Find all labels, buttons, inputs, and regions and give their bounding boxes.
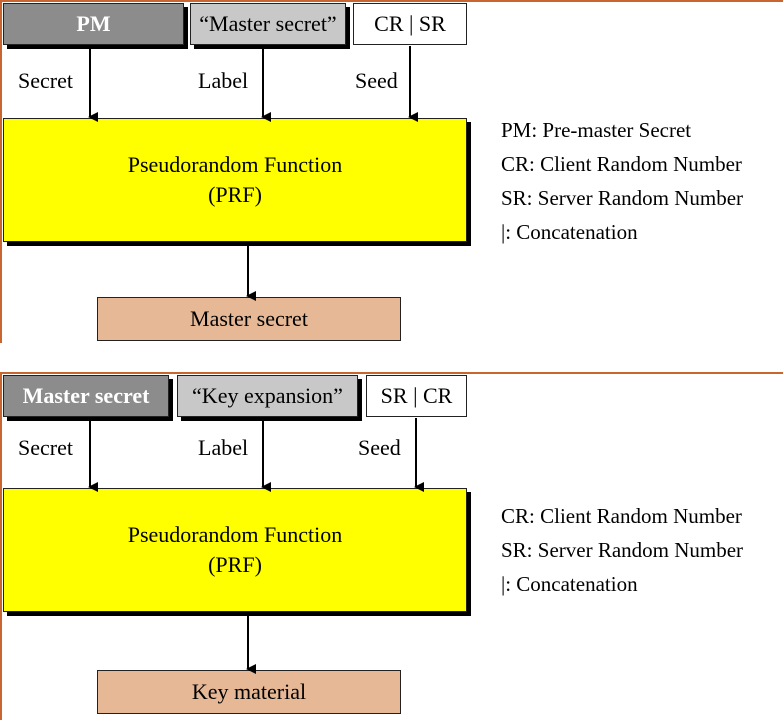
legend-bottom: CR: Client Random Number SR: Server Rand… bbox=[501, 499, 743, 601]
master-secret-output-box: Master secret bbox=[97, 297, 401, 341]
master-secret-input-label: Master secret bbox=[22, 383, 150, 408]
legend-item: SR: Server Random Number bbox=[501, 186, 744, 210]
label-arrow-label-bottom: Label bbox=[198, 435, 249, 460]
seed-input-box: CR | SR bbox=[353, 3, 467, 45]
master-secret-panel bbox=[0, 0, 783, 343]
legend-item: CR: Client Random Number bbox=[501, 504, 742, 528]
pm-input-label: PM bbox=[76, 11, 111, 36]
key-material-output-box: Key material bbox=[97, 670, 401, 714]
seed-input-box-bottom: SR | CR bbox=[366, 375, 467, 417]
key-expansion-input-text: “Key expansion” bbox=[192, 383, 343, 408]
legend-item: |: Concatenation bbox=[501, 220, 638, 244]
legend-item: |: Concatenation bbox=[501, 572, 638, 596]
secret-arrow-label-bottom: Secret bbox=[18, 435, 73, 460]
key-material-panel bbox=[0, 372, 783, 720]
prf-box: Pseudorandom Function (PRF) bbox=[3, 118, 467, 242]
legend-item: SR: Server Random Number bbox=[501, 538, 744, 562]
prf-box-bottom: Pseudorandom Function (PRF) bbox=[3, 488, 467, 612]
prf-subtitle: (PRF) bbox=[208, 182, 262, 207]
master-secret-input-box: Master secret bbox=[3, 375, 169, 417]
seed-arrow-label: Seed bbox=[355, 68, 398, 93]
key-expansion-input-box: “Key expansion” bbox=[177, 375, 358, 417]
secret-arrow-label: Secret bbox=[18, 68, 73, 93]
prf-title: Pseudorandom Function bbox=[127, 152, 343, 177]
output-label: Master secret bbox=[190, 306, 308, 331]
key-material-label: Key material bbox=[191, 679, 307, 704]
pm-input-box: PM bbox=[3, 3, 184, 45]
legend-item: PM: Pre-master Secret bbox=[501, 118, 692, 142]
label-input-box: “Master secret” bbox=[190, 3, 346, 45]
label-input-text: “Master secret” bbox=[199, 11, 337, 36]
label-arrow-label: Label bbox=[198, 68, 249, 93]
prf-title-bottom: Pseudorandom Function bbox=[127, 522, 343, 547]
prf-subtitle-bottom: (PRF) bbox=[208, 552, 262, 577]
seed-input-text-bottom: SR | CR bbox=[380, 383, 453, 408]
legend-item: CR: Client Random Number bbox=[501, 152, 742, 176]
seed-arrow-label-bottom: Seed bbox=[358, 435, 401, 460]
seed-input-text: CR | SR bbox=[374, 11, 446, 36]
legend-top: PM: Pre-master Secret CR: Client Random … bbox=[501, 113, 743, 249]
